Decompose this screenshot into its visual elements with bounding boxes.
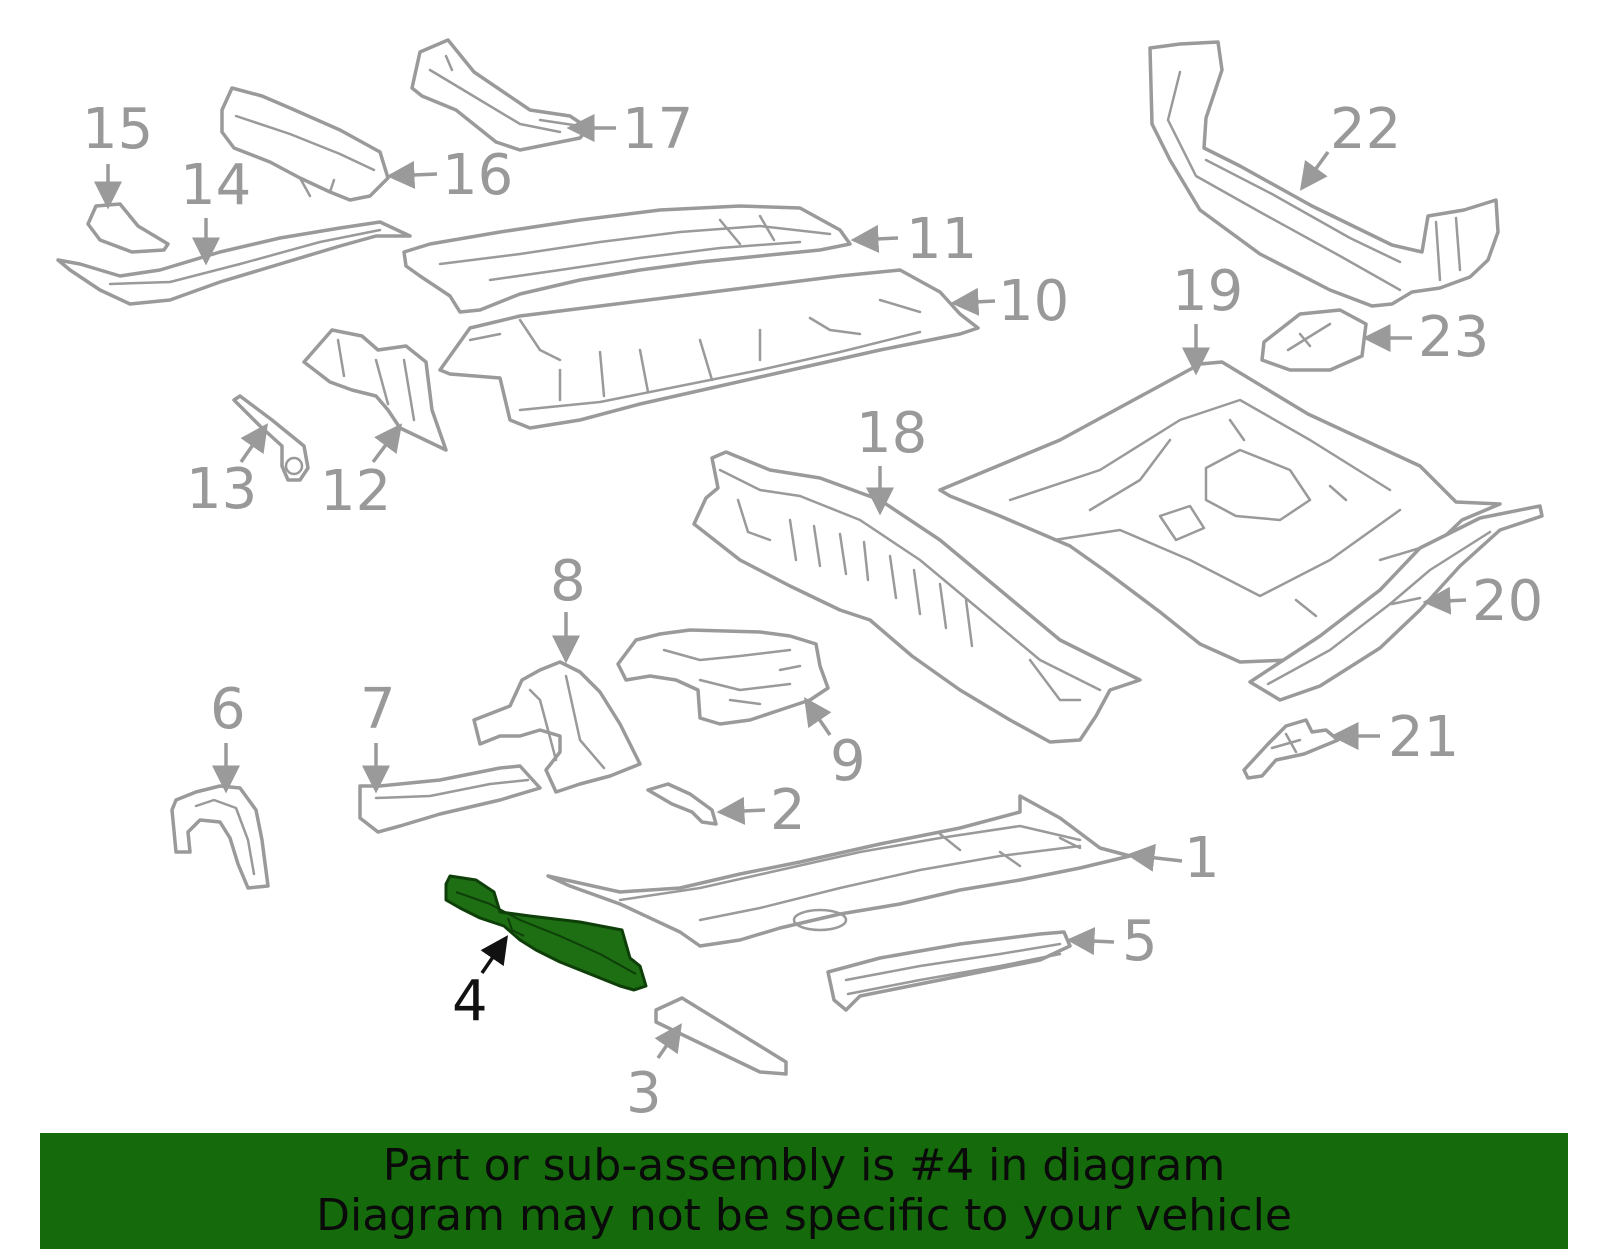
callout-labels: 1 2 3 4 5 6 7 8 9 10 11 12 13 14 15 16 1… — [82, 97, 1543, 1126]
banner-line-2: Diagram may not be specific to your vehi… — [316, 1190, 1292, 1241]
part-13-brace — [232, 394, 310, 482]
part-19-rear-floor-pan — [938, 360, 1502, 664]
callout-23: 23 — [1418, 305, 1489, 370]
part-6-bracket — [170, 784, 270, 890]
callout-2: 2 — [770, 778, 806, 843]
part-15-bracket — [86, 202, 170, 254]
part-20-rear-side-member — [1248, 504, 1544, 702]
parts-diagram: 1 2 3 4 5 6 7 8 9 10 11 12 13 14 15 16 1… — [56, 38, 1544, 1126]
callout-18: 18 — [856, 401, 927, 466]
callout-15: 15 — [82, 97, 153, 162]
callout-20: 20 — [1472, 569, 1543, 634]
part-18-center-floor — [692, 450, 1142, 744]
part-7-rocker — [358, 764, 542, 834]
callout-5: 5 — [1122, 909, 1158, 974]
part-16-member — [220, 86, 390, 202]
callout-21: 21 — [1388, 705, 1459, 770]
callout-1: 1 — [1184, 826, 1220, 891]
callout-16: 16 — [442, 143, 513, 208]
part-11-panel — [402, 204, 852, 314]
callout-19: 19 — [1172, 259, 1243, 324]
part-5-rail — [826, 930, 1072, 1012]
part-22-rear-crossmember — [1148, 40, 1500, 308]
callout-11: 11 — [906, 207, 977, 272]
callout-9: 9 — [830, 729, 866, 794]
part-8-reinforcement — [472, 660, 642, 794]
callout-7: 7 — [360, 677, 396, 742]
callout-8: 8 — [550, 549, 586, 614]
part-9-bracket — [616, 628, 830, 726]
part-2-bracket — [646, 782, 718, 826]
callout-22: 22 — [1330, 97, 1401, 162]
part-4-reinforcement-highlighted[interactable] — [444, 874, 648, 992]
part-3-plate — [654, 996, 788, 1076]
part-21-bracket — [1242, 718, 1340, 780]
part-17-member — [410, 38, 590, 152]
part-10-floor-panel — [438, 268, 980, 430]
callout-13: 13 — [186, 457, 257, 522]
callout-3: 3 — [626, 1061, 662, 1126]
part-1-floor-pan — [546, 794, 1132, 948]
part-12-bracket — [302, 328, 448, 452]
callout-10: 10 — [998, 269, 1069, 334]
callout-6: 6 — [210, 677, 246, 742]
leader-lines — [94, 114, 1467, 1059]
callout-12: 12 — [320, 459, 391, 524]
part-23-plug — [1260, 308, 1368, 372]
callout-4: 4 — [452, 969, 488, 1034]
info-banner: Part or sub-assembly is #4 in diagram Di… — [40, 1133, 1568, 1249]
part-14-rail — [56, 220, 412, 306]
callout-17: 17 — [622, 97, 693, 162]
banner-line-1: Part or sub-assembly is #4 in diagram — [382, 1140, 1226, 1191]
callout-14: 14 — [180, 153, 251, 218]
